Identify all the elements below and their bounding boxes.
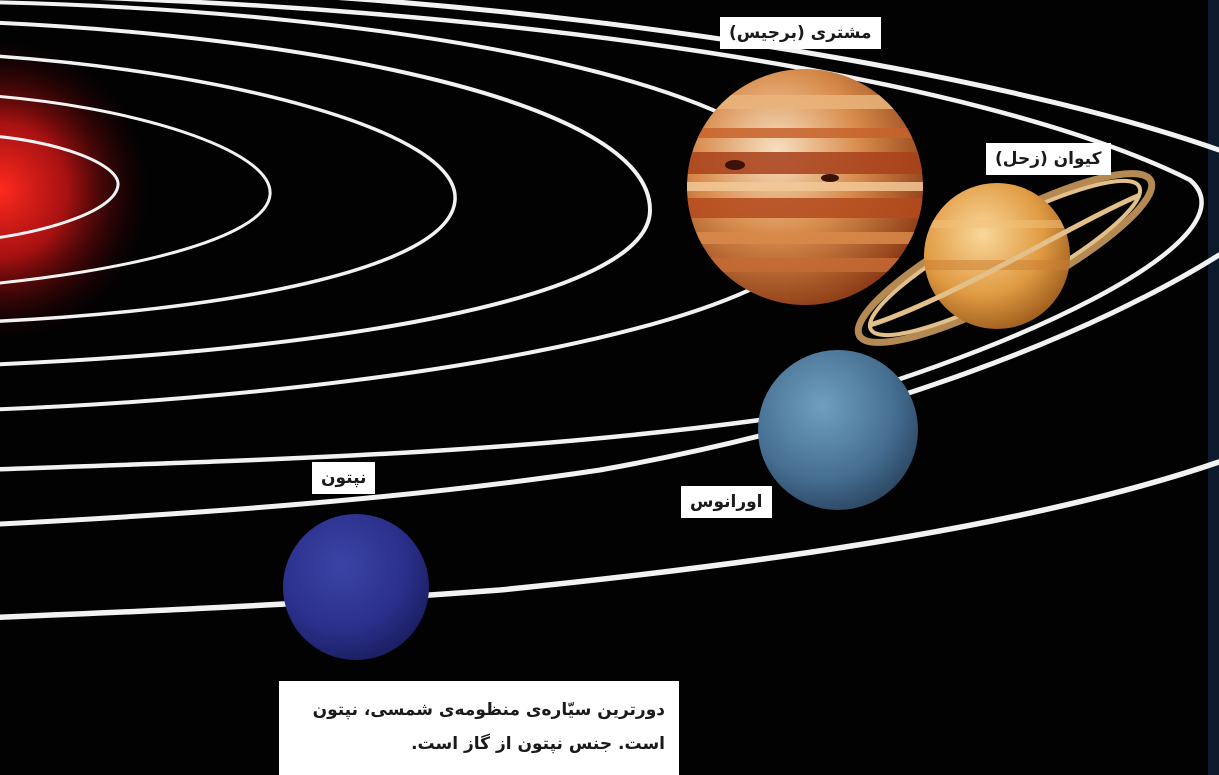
caption-box: دورترین سیّاره‌ی منظومه‌ی شمسی، نپتون اس…	[279, 681, 679, 775]
orbit-9	[0, 459, 1219, 620]
jupiter-planet	[687, 69, 923, 305]
saturn-planet	[854, 170, 1156, 346]
uranus-planet	[758, 350, 918, 510]
orbit-8	[0, 252, 1219, 527]
neptune-label: نپتون	[312, 462, 376, 494]
right-edge-glow	[1208, 0, 1219, 775]
sun-glow	[0, 0, 160, 380]
orbit-2	[0, 95, 272, 285]
orbit-4	[0, 20, 653, 367]
neptune-planet	[283, 514, 429, 660]
caption-line-1: دورترین سیّاره‌ی منظومه‌ی شمسی، نپتون	[312, 700, 665, 720]
orbit-7	[337, 0, 1219, 153]
caption-line-2: است. جنس نپتون از گاز است.	[411, 734, 665, 754]
orbit-3	[0, 54, 457, 323]
orbit-6	[0, 0, 1204, 472]
uranus-label: اورانوس	[681, 486, 772, 518]
jupiter-label: مشتری (برجیس)	[720, 17, 881, 49]
saturn-label: کیوان (زحل)	[986, 143, 1111, 175]
orbit-1	[0, 135, 120, 239]
